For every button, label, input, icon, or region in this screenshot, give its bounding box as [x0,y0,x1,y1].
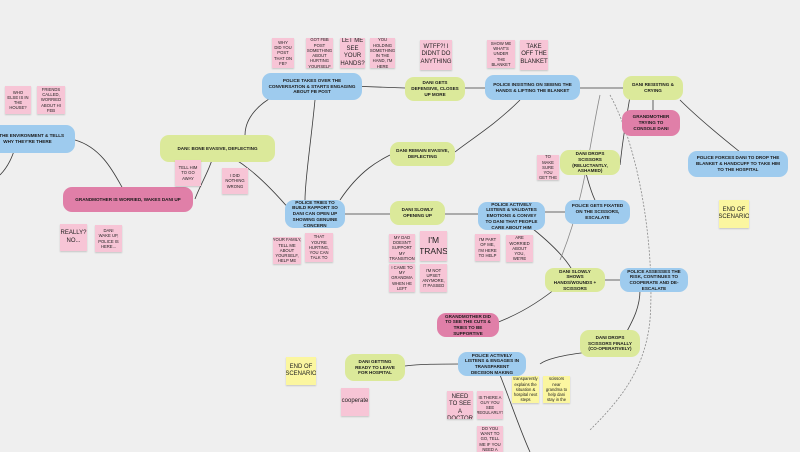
node-police-build-rapport[interactable]: POLICE TRIES TO BUILD RAPPORT SO DANI CA… [285,200,345,228]
connector [304,99,316,201]
sticky-wtf[interactable]: WTFF?! I DIDNT DO ANYTHING [420,40,452,70]
sticky-rapport-hurting[interactable]: I CAN SEE THAT YOU'RE HURTING, YOU CAN T… [305,233,333,262]
node-dani-getting-ready[interactable]: DANI GETTING READY TO LEAVE FOR HOSPITAL [345,354,405,381]
node-grandmother-sees-cuts[interactable]: GRANDMOTHER DID TO SEE THE CUTS & TRIES … [437,313,499,337]
node-grandmother-worried[interactable]: GRANDMOTHER IS WORRIED, WAKES DANI UP [63,187,193,212]
sticky-my-dad[interactable]: MY DAD DOESN'T SUPPORT MY TRANSITION [389,234,415,262]
node-dani-evasive[interactable]: DANI: BONE EVASIVE, DEFLECTING [160,135,275,162]
sticky-rapport-family[interactable]: WHO IS IN YOUR FAMILY, TELL ME ABOUT YOU… [273,237,301,264]
node-dani-slowly-opening[interactable]: DANI SLOWLY OPENING UP [390,201,445,225]
node-police-takes-over[interactable]: POLICE TAKES OVER THE CONVERSATION & STA… [262,73,362,100]
connector [454,99,521,153]
sticky-take-off[interactable]: TAKE OFF THE BLANKET [520,40,548,70]
node-dani-drops-reluctantly[interactable]: DANI DROPS SCISSORS (RELUCTANTLY, ASHAME… [560,150,620,175]
sticky-here-to-help[interactable]: I'M PART OF ME, I'M HERE TO HELP [475,234,500,261]
connector [404,363,461,367]
connector [589,94,652,431]
sticky-dani-wake-up[interactable]: DANI WAKE UP, POLICE IS HERE... [95,225,122,252]
connector [559,94,601,261]
sticky-tell-go-away[interactable]: TELL HIM TO GO AWAY [175,160,201,186]
sticky-who-else[interactable]: WHO ELSE IS IN THE HOUSE? [5,86,31,114]
sticky-show-me[interactable]: SHOW ME WHAT'S UNDER THE BLANKET [487,40,515,68]
sticky-your-friends[interactable]: YOUR FRIENDS ARE WORRIED ABOUT YOU, WE'R… [506,235,533,262]
sticky-im-trans[interactable]: I'M TRANS [420,231,447,261]
sticky-holding-something[interactable]: YOU HOLDING SOMETHING IN THE HAND, I'M H… [370,38,395,68]
node-police-insisting[interactable]: POLICE INSISTING ON SEEING THE HANDS & L… [485,75,580,100]
node-police-explains-environment[interactable]: I IN THE ENVIRONMENT & TELLS WHY THEY'RE… [0,125,75,153]
sticky-really[interactable]: REALLY? NO... [60,224,87,251]
sticky-see-hands[interactable]: LET ME SEE YOUR HANDS? [340,38,365,68]
node-dani-shows-hands[interactable]: DANI SLOWLY SHOWS HANDS/WOUNDS + SCISSOR… [545,268,605,292]
sticky-where-go[interactable]: WHERE DO YOU WANT TO GO, TELL ME IF YOU … [477,426,503,452]
sticky-why-post[interactable]: WHY DID YOU POST THAT ON FB? [272,38,294,68]
sticky-friends-called[interactable]: FRIENDS CALLED, WORRIED ABOUT HI FEB [37,86,65,114]
node-dani-drops-finally[interactable]: DANI DROPS SCISSORS FINALLY (co-operativ… [580,330,640,357]
connector [679,99,741,153]
sticky-near-grandma[interactable]: can take scissors near grandma to help d… [543,376,570,403]
node-police-actively-listens[interactable]: POLICE ACTIVELY LISTENS & VALIDATES EMOT… [478,202,545,230]
sticky-came-to-grandma[interactable]: I CAME TO MY GRANDMA WHEN HE LEFT [389,264,415,292]
connector [624,289,641,336]
sticky-out-regularly[interactable]: IS THERE A GUY YOU SEE REGULARLY? [477,391,503,419]
sticky-cooperate[interactable]: cooperate [341,388,369,416]
sticky-end-scenario-right[interactable]: END OF SCENARIO [719,200,749,228]
node-dani-defensive[interactable]: DANI GETS DEFENSIVE, CLOSES UP MORE [405,77,465,101]
sticky-got-fb-post[interactable]: GOT FBB POST SOMETHING ABOUT HURTING YOU… [306,38,333,68]
node-dani-resisting[interactable]: DANI RESISTING & CRYING [623,76,683,100]
sticky-nothing-wrong[interactable]: I DID NOTHING WRONG [222,168,248,194]
sticky-end-scenario-left[interactable]: END OF SCENARIO [286,357,316,385]
sticky-we-are-here[interactable]: WE ARE HERE TO MAKE SURE YOU GET THE RIG… [537,155,559,180]
sticky-not-upset[interactable]: I'M NOT UPSET ANYMORE, IT PASSED [420,264,447,292]
node-police-assesses-risk[interactable]: POLICE ASSESSES THE RISK, CONTINUES TO C… [620,268,688,292]
connector [499,374,531,452]
sticky-transparent-explains[interactable]: transparently explains the situation & h… [512,376,539,403]
node-police-forces[interactable]: POLICE FORCES DANI TO DROP THE BLANKET &… [688,151,788,177]
node-police-transparent[interactable]: POLICE ACTIVELY LISTENS & ENGAGES IN TRA… [458,352,526,376]
sticky-need-doctor[interactable]: WE NEED TO SEE A DOCTOR [447,391,473,419]
connector [339,154,391,201]
node-grandmother-console[interactable]: GRANDMOTHER TRYING TO CONSOLE DANI [622,110,680,136]
node-dani-remain-evasive[interactable]: DANI REMAIN EVASIVE, DEFLECTING [390,142,455,166]
node-police-fixated[interactable]: POLICE GETS FIXATED ON THE SCISSORS, ESC… [565,200,630,224]
